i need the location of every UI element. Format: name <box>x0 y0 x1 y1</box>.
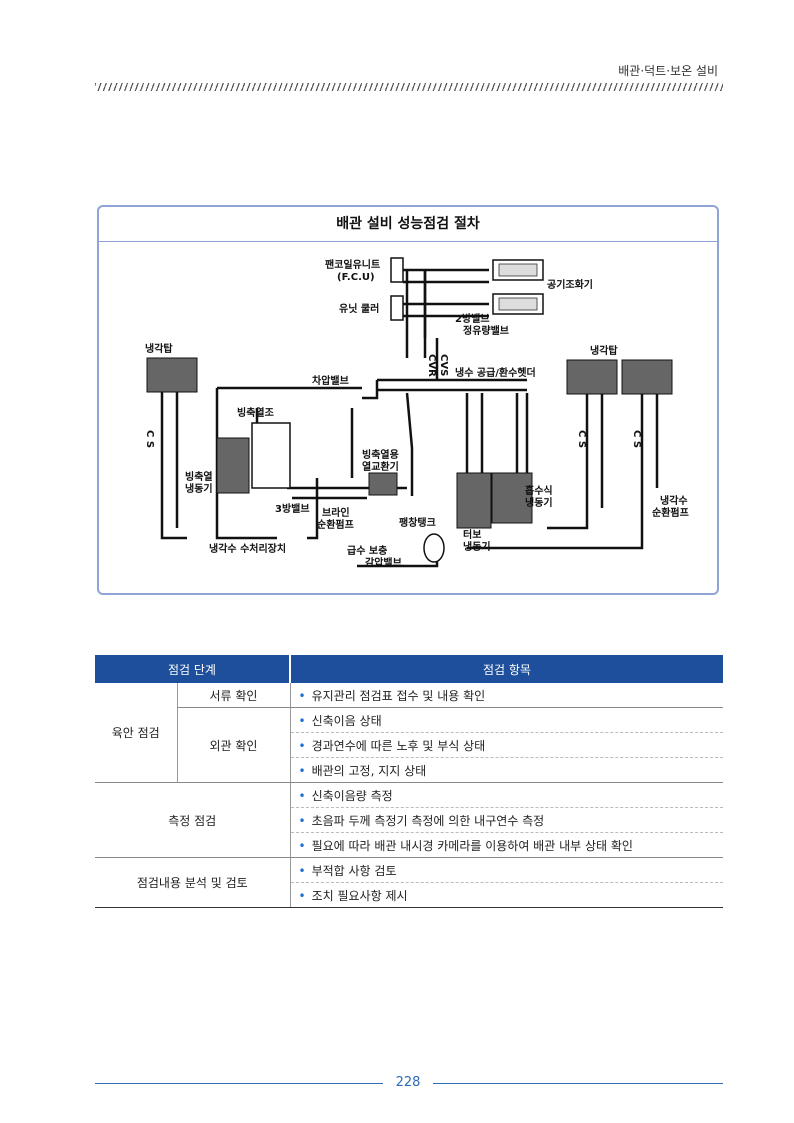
page-number: 228 <box>395 1075 421 1090</box>
piping-diagram: 팬코일유니트 (F.C.U) 유닛 쿨러 공기조화기 2방밸브 정유량밸브 CV… <box>144 257 689 569</box>
table-row: •유지관리 점검표 접수 및 내용 확인 <box>290 683 723 708</box>
label-ahu: 공기조화기 <box>547 278 593 291</box>
label-flow-valve: 정유량밸브 <box>463 324 509 337</box>
label-brine1: 브라인 <box>322 506 350 519</box>
bullet-icon: • <box>298 763 306 778</box>
label-cw-pump1: 냉각수 <box>660 494 688 507</box>
diagram-panel: 배관 설비 성능점검 절차 <box>97 205 719 595</box>
table-row: •신축이음 상태 <box>290 707 723 733</box>
header-items: 점검 항목 <box>290 655 723 683</box>
label-cw-pump2: 순환펌프 <box>652 506 689 519</box>
bullet-icon: • <box>298 713 306 728</box>
label-turbo1: 터보 <box>463 528 481 541</box>
label-unit-cooler: 유닛 쿨러 <box>339 302 379 315</box>
table-row: •필요에 따라 배관 내시경 카메라를 이용하여 배관 내부 상태 확인 <box>290 832 723 858</box>
label-cooling-tower-right: 냉각탑 <box>590 344 618 357</box>
bullet-icon: • <box>298 788 306 803</box>
label-fcu2: (F.C.U) <box>337 272 375 283</box>
table-row: •부적합 사항 검토 <box>290 857 723 883</box>
label-hx2: 열교환기 <box>362 460 399 473</box>
label-prv: 감압밸브 <box>365 556 402 569</box>
label-absorb2: 냉동기 <box>525 496 553 509</box>
label-diff-valve: 차압밸브 <box>312 374 349 387</box>
inspection-table: 점검 단계 점검 항목 육안 점검 서류 확인 •유지관리 점검표 접수 및 내… <box>95 655 723 908</box>
label-cs-left: C S <box>144 430 155 448</box>
stage-measure: 측정 점검 <box>95 782 291 858</box>
label-ice-chiller2: 냉동기 <box>185 482 213 495</box>
label-two-way: 2방밸브 <box>455 312 490 325</box>
label-fcu: 팬코일유니트 <box>325 258 380 271</box>
stage-analysis: 점검내용 분석 및 검토 <box>95 857 291 908</box>
label-cooling-tower-left: 냉각탑 <box>145 342 173 355</box>
label-three-way: 3방밸브 <box>275 502 310 515</box>
bullet-icon: • <box>298 838 306 853</box>
bullet-icon: • <box>298 688 306 703</box>
label-header: 냉수 공급/환수헷더 <box>455 366 536 379</box>
diagram-title: 배관 설비 성능점검 절차 <box>99 207 717 242</box>
table-row: •신축이음량 측정 <box>290 782 723 808</box>
substage-document: 서류 확인 <box>177 683 291 708</box>
header-stage: 점검 단계 <box>95 655 291 683</box>
bullet-icon: • <box>298 738 306 753</box>
label-ice-tank: 빙축열조 <box>237 406 274 419</box>
bullet-icon: • <box>298 863 306 878</box>
label-brine2: 순환펌프 <box>317 518 354 531</box>
label-exp-tank: 팽창탱크 <box>399 516 436 529</box>
running-header: 배관·덕트·보온 설비 <box>618 64 718 78</box>
label-ice-chiller1: 빙축열 <box>185 470 213 483</box>
label-cvs: CVS <box>438 354 449 376</box>
bullet-icon: • <box>298 813 306 828</box>
table-row: •조치 필요사항 제시 <box>290 882 723 908</box>
label-cvr: CVR <box>426 354 437 377</box>
label-makeup: 급수 보충 <box>347 544 387 557</box>
footer-rule-right <box>433 1083 723 1084</box>
label-cs-right1: C S <box>576 430 587 448</box>
table-row: •배관의 고정, 지지 상태 <box>290 757 723 783</box>
footer-rule-left <box>95 1083 383 1084</box>
label-water-treat: 냉각수 수처리장치 <box>209 542 286 555</box>
table-row: •경과연수에 따른 노후 및 부식 상태 <box>290 732 723 758</box>
label-absorb1: 흡수식 <box>525 484 553 497</box>
stage-visual: 육안 점검 <box>95 683 178 783</box>
substage-exterior: 외관 확인 <box>177 707 291 783</box>
bullet-icon: • <box>298 888 306 903</box>
label-turbo2: 냉동기 <box>463 540 491 553</box>
header-divider <box>95 83 723 91</box>
table-row: •초음파 두께 측정기 측정에 의한 내구연수 측정 <box>290 807 723 833</box>
label-cs-right2: C S <box>631 430 642 448</box>
label-hx1: 빙축열용 <box>362 448 399 461</box>
